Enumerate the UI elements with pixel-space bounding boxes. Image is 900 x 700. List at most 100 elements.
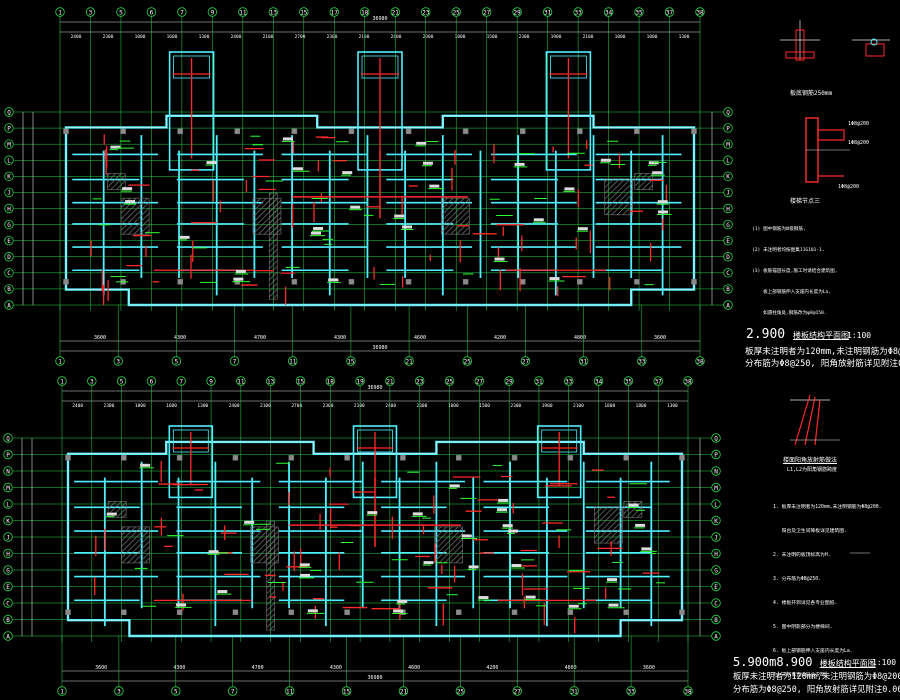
- top-axis-13-bubble: [268, 7, 279, 17]
- left-axis-C-bubble: [4, 268, 14, 278]
- right-axis-M-bubble: [711, 482, 721, 493]
- top-dim-label: 1800: [135, 34, 146, 40]
- left-axis-P-bubble: [3, 449, 13, 460]
- bottom-axis-3-bubble: [114, 686, 124, 696]
- plan-note-1a: 板厚未注明者为120mm,未注明钢筋为Φ8@200.: [745, 347, 900, 357]
- top-axis-6-bubble: [146, 7, 157, 17]
- rebar-label-mark: [478, 596, 489, 600]
- bottom-axis-27-bubble: [512, 686, 522, 696]
- rebar-label-mark: [208, 550, 219, 554]
- right-axis-K-bubble: [711, 515, 721, 526]
- left-axis-B-label: B: [6, 617, 10, 624]
- bottom-axis-25-bubble: [462, 356, 472, 366]
- top-axis-17-label: 17: [331, 9, 339, 16]
- top-axis-23-bubble: [421, 7, 431, 17]
- rebar-label-mark: [106, 512, 117, 516]
- top-axis-31-bubble: [534, 376, 544, 386]
- left-axis-L-bubble: [3, 499, 13, 509]
- bottom-axis-38-bubble: [695, 356, 705, 366]
- detail2-label-2: 1Φ8@200: [848, 140, 870, 146]
- bottom-axis-21-label: 21: [400, 688, 408, 695]
- left-axis-B-bubble: [3, 614, 13, 625]
- shaft-hatch-2: [634, 173, 654, 190]
- rebar-label-mark: [468, 565, 479, 569]
- rebar-label-mark: [176, 603, 187, 607]
- detail1-caption: 板底钢筋250mm: [790, 90, 833, 97]
- left-axis-M-label: M: [6, 485, 10, 492]
- left-axis-H-label: H: [6, 551, 10, 558]
- bottom-axis-21-bubble: [398, 686, 409, 696]
- rebar-label-mark: [429, 184, 440, 188]
- top-axis-31-label: 31: [535, 378, 543, 385]
- bottom-dim-label: 3600: [643, 665, 655, 671]
- bottom-axis-33-label: 33: [627, 688, 635, 695]
- top-dim-label: 2100: [354, 403, 365, 409]
- detail2-label-3: 1Φ8@200: [838, 184, 860, 190]
- top-dim-label: 1300: [667, 403, 678, 409]
- left-axis-K-bubble: [4, 171, 14, 182]
- bottom-dim-label: 4600: [408, 665, 420, 671]
- notes-block-1: (1) 图中钢筋为Ⅲ级钢筋, (2) 未注明者均按图集11G101-1. (3)…: [752, 212, 838, 324]
- top-axis-1-label: 1: [60, 378, 64, 385]
- left-axis-L-label: L: [6, 501, 10, 508]
- top-axis-3-label: 3: [90, 378, 94, 385]
- column: [344, 455, 350, 461]
- note2-line: 2. 未注明的板顶标高为H.: [773, 553, 831, 558]
- top-axis-19-label: 19: [356, 378, 364, 385]
- top-dim-label: 1300: [199, 34, 210, 40]
- top-dim-label: 2400: [385, 403, 396, 409]
- top-axis-15-bubble: [295, 376, 306, 386]
- rebar-label-mark: [564, 187, 575, 191]
- top-axis-34-bubble: [603, 7, 614, 17]
- top-dim-label: 1300: [679, 34, 690, 40]
- left-axis-N-label: N: [6, 468, 10, 475]
- bottom-axis-15-label: 15: [347, 358, 355, 365]
- bottom-axis-3-label: 3: [117, 688, 121, 695]
- column: [65, 455, 71, 461]
- left-axis-J-bubble: [3, 532, 13, 542]
- rebar-label-mark: [300, 573, 311, 577]
- top-axis-5-label: 5: [119, 9, 123, 16]
- column: [691, 128, 697, 135]
- rebar-label-mark: [282, 137, 293, 141]
- left-axis-Q-label: Q: [6, 435, 10, 442]
- left-axis-A-bubble: [3, 631, 13, 641]
- top-axis-27-bubble: [481, 7, 492, 17]
- rebar-label-mark: [461, 534, 472, 538]
- bottom-axis-7-bubble: [229, 356, 240, 366]
- top-axis-9-bubble: [206, 376, 216, 386]
- top-axis-37-label: 37: [655, 378, 663, 385]
- plan-scale-2: 1:100: [872, 658, 897, 667]
- column: [634, 128, 640, 135]
- top-dim-label: 1800: [647, 34, 658, 40]
- right-axis-C-label: C: [726, 270, 730, 277]
- left-axis-H-label: H: [7, 206, 11, 213]
- column: [462, 279, 469, 285]
- rebar-label-mark: [313, 226, 324, 230]
- bottom-axis-11-bubble: [284, 686, 295, 696]
- overall-dim-bottom: 36980: [367, 675, 382, 681]
- top-dim-label: 2400: [231, 34, 242, 40]
- column: [63, 128, 69, 135]
- detail1-slab: [785, 51, 815, 59]
- top-axis-11-bubble: [236, 376, 246, 386]
- rebar-label-mark: [233, 277, 244, 281]
- left-axis-Q-bubble: [3, 433, 13, 443]
- column: [400, 455, 406, 461]
- rebar-label-mark: [641, 547, 652, 551]
- top-dim-label: 1600: [167, 34, 178, 40]
- left-axis-L-bubble: [4, 155, 14, 165]
- column: [455, 455, 462, 461]
- top-axis-1-bubble: [55, 7, 65, 17]
- left-axis-M-label: M: [7, 141, 11, 148]
- column: [623, 609, 629, 615]
- right-axis-M-label: M: [726, 141, 730, 148]
- top-axis-29-label: 29: [506, 378, 514, 385]
- left-axis-B-label: B: [7, 286, 11, 293]
- rebar-label-mark: [367, 511, 378, 515]
- stair-hatch-4: [604, 178, 633, 216]
- right-axis-K-label: K: [726, 174, 730, 181]
- column: [462, 128, 469, 135]
- central-shaft: [268, 192, 278, 300]
- top-axis-5-bubble: [116, 7, 126, 17]
